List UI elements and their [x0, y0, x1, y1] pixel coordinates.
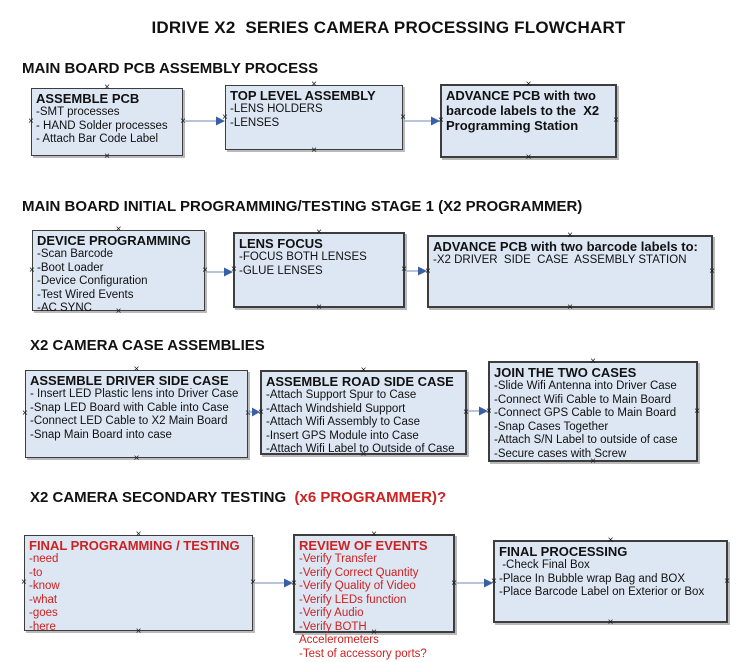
connector-handle [134, 454, 140, 464]
box-line: -to [29, 566, 43, 579]
arrow-connector [206, 267, 233, 277]
flow-box-final-processing: FINAL PROCESSING -Check Final Box -Place… [493, 540, 728, 623]
box-line: -Connect GPS Cable to Main Board [494, 407, 677, 419]
arrow-connector [404, 116, 440, 126]
box-line: -Insert GPS Module into Case [266, 429, 419, 442]
box-line: -SMT processes [36, 106, 120, 118]
box-line: -LENS HOLDERS [230, 103, 323, 115]
arrow-connector [184, 116, 225, 126]
connector-handle [316, 303, 322, 313]
box-title: FINAL PROCESSING [499, 544, 628, 559]
box-line: -Verify Transfer [299, 553, 377, 565]
connector-handle [608, 618, 614, 628]
box-line: - Attach Bar Code Label [36, 133, 159, 145]
arrow-connector [248, 407, 260, 417]
box-line: -Test Wired Events [37, 288, 134, 301]
flow-box-advance-to-programming-station: ADVANCE PCB with two barcode labels to t… [440, 84, 617, 158]
flow-box-assemble-road-side-case: ASSEMBLE ROAD SIDE CASE -Attach Support … [260, 370, 467, 455]
box-line: -Snap Cases Together [494, 420, 609, 433]
box-line: -Connect Wifi Cable to Main Board [494, 393, 672, 406]
connector-handle [28, 117, 34, 127]
box-line: -goes [29, 607, 58, 619]
box-line: -Attach Support Spur to Case [266, 389, 417, 401]
connector-handle [29, 266, 35, 276]
section-heading-secondary-testing: X2 CAMERA SECONDARY TESTING (x6 PROGRAMM… [30, 489, 446, 506]
box-line: -Verify BOTH Accelerometers [299, 620, 379, 647]
flow-box-device-programming: DEVICE PROGRAMMING -Scan Barcode -Boot L… [29, 230, 205, 314]
box-line: -Check Final Box [499, 559, 590, 571]
flow-box-join-the-two-cases: JOIN THE TWO CASES -Slide Wifi Antenna i… [488, 361, 698, 462]
box-line: -Attach Wifi Label to Outside of Case [266, 443, 455, 455]
section-heading-case-assemblies: X2 CAMERA CASE ASSEMBLIES [30, 337, 265, 354]
box-title: ASSEMBLE ROAD SIDE CASE [266, 374, 454, 389]
connector-handle [311, 146, 317, 156]
box-line: -X2 DRIVER SIDE CASE ASSEMBLY STATION [433, 254, 687, 266]
box-line: -Scan Barcode [37, 248, 114, 260]
box-line: -Connect LED Cable to X2 Main Board [30, 415, 228, 427]
box-line: -Device Configuration [37, 275, 148, 287]
box-line: -LENSES [230, 116, 280, 129]
flow-box-lens-focus: LENS FOCUS -FOCUS BOTH LENSES -GLUE LENS… [233, 232, 405, 308]
box-line: -what [29, 593, 58, 606]
box-line: -Verify Audio [299, 607, 364, 619]
box-title: ASSEMBLE PCB [36, 91, 140, 106]
box-line: -FOCUS BOTH LENSES [239, 251, 367, 263]
flow-box-assemble-pcb: ASSEMBLE PCB -SMT processes - HAND Solde… [31, 88, 183, 156]
box-title: TOP LEVEL ASSEMBLY [230, 88, 376, 103]
section-heading-pcb-assembly: MAIN BOARD PCB ASSEMBLY PROCESS [22, 60, 319, 77]
arrow-connector [456, 578, 493, 588]
box-title: DEVICE PROGRAMMING [37, 233, 191, 248]
connector-handle [613, 116, 619, 126]
flow-box-top-level-assembly: TOP LEVEL ASSEMBLY -LENS HOLDERS -LENSES [225, 85, 403, 150]
box-title: JOIN THE TWO CASES [494, 365, 637, 380]
heading-red-part: (x6 PROGRAMMER)? [294, 489, 447, 506]
connector-handle [694, 407, 700, 417]
box-line: -GLUE LENSES [239, 264, 323, 277]
box-line: -need [29, 553, 59, 565]
box-line: -Slide Wifi Antenna into Driver Case [494, 380, 677, 392]
connector-handle [22, 409, 28, 419]
box-line: -Attach S/N Label to outside of case [494, 434, 678, 446]
box-line: - HAND Solder processes [36, 119, 168, 132]
box-line: -Verify Quality of Video [299, 580, 416, 592]
box-line: -Verify LEDs function [299, 593, 407, 606]
box-title: LENS FOCUS [239, 236, 323, 251]
flow-box-final-programming-testing: FINAL PROGRAMMING / TESTING -need -to -k… [21, 535, 253, 633]
box-line: -Place In Bubble wrap Bag and BOX [499, 572, 686, 585]
section-heading-initial-programming: MAIN BOARD INITIAL PROGRAMMING/TESTING S… [22, 198, 583, 215]
box-line: -Attach Wifi Assembly to Case [266, 416, 421, 428]
box-line: -here [29, 620, 56, 633]
page-title: IDRIVE X2 SERIES CAMERA PROCESSING FLOWC… [151, 18, 626, 37]
box-line: -know [29, 580, 60, 592]
flow-box-assemble-driver-side-case: ASSEMBLE DRIVER SIDE CASE - Insert LED P… [25, 370, 248, 458]
box-title: FINAL PROGRAMMING / TESTING [29, 538, 240, 553]
connector-handle [526, 153, 532, 163]
heading-black-part: X2 CAMERA SECONDARY TESTING [30, 489, 295, 506]
connector-handle [567, 303, 573, 313]
arrow-connector [468, 406, 488, 416]
box-line: -Snap LED Board with Cable into Case [30, 401, 229, 414]
box-title: REVIEW OF EVENTS [299, 538, 428, 553]
box-line: -AC SYNC [37, 302, 92, 314]
box-title: ADVANCE PCB with two barcode labels to: [433, 239, 698, 254]
connector-handle [21, 578, 27, 588]
flow-box-advance-to-driver-side-station: ADVANCE PCB with two barcode labels to: … [427, 235, 713, 308]
box-line: -Test of accessory ports? [299, 647, 427, 660]
box-title: ASSEMBLE DRIVER SIDE CASE [30, 373, 229, 388]
arrow-connector [254, 578, 293, 588]
connector-handle [104, 152, 110, 162]
box-line: -Snap Main Board into case [30, 428, 172, 441]
box-line: -Secure cases with Screw [494, 447, 627, 460]
box-line: -Attach Windshield Support [266, 402, 406, 415]
flow-box-review-of-events: REVIEW OF EVENTS -Verify Transfer -Verif… [293, 534, 455, 660]
box-line: -Verify Correct Quantity [299, 566, 419, 579]
connector-handle [709, 267, 715, 277]
arrow-connector [406, 266, 427, 276]
box-line: - Insert LED Plastic lens into Driver Ca… [30, 388, 239, 400]
box-line: -Boot Loader [37, 261, 104, 274]
box-title: ADVANCE PCB with two barcode labels to t… [446, 88, 603, 133]
box-line: -Place Barcode Label on Exterior or Box [499, 586, 705, 598]
connector-handle [724, 577, 730, 587]
